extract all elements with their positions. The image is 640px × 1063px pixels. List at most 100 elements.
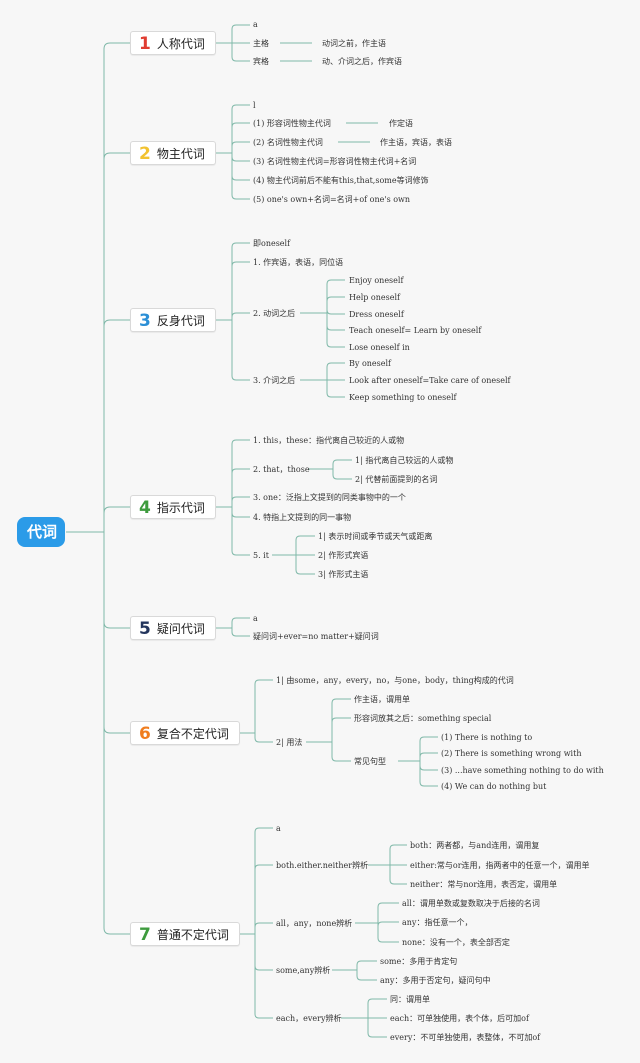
connector xyxy=(356,960,377,970)
leaf: (4) 物主代词前后不能有this,that,some等词修饰 xyxy=(253,176,429,185)
leaf: Look after oneself=Take care of oneself xyxy=(349,376,511,385)
connector xyxy=(331,698,351,742)
leaf: (3) ...have something nothing to do with xyxy=(441,766,604,775)
leaf: every：不可单独使用，表整体，不可加of xyxy=(390,1033,541,1042)
branch-label: 物主代词 xyxy=(156,147,205,161)
leaf: 1. 作宾语，表语，同位语 xyxy=(253,258,344,267)
leaf: 1| 表示时间或季节或天气或距离 xyxy=(318,532,433,541)
branch-number: 4 xyxy=(139,498,151,518)
connector xyxy=(295,555,315,575)
leaf: 作定语 xyxy=(389,119,413,128)
connector xyxy=(254,733,273,743)
connector xyxy=(231,507,250,556)
connector xyxy=(389,865,407,885)
connector xyxy=(419,736,438,761)
leaf: 3| 作形式主语 xyxy=(318,570,369,579)
connector xyxy=(231,242,250,320)
connector xyxy=(103,319,130,532)
connector xyxy=(326,313,345,331)
branch-2-possessive-pronoun[interactable]: 2 物主代词 xyxy=(130,141,216,165)
connector xyxy=(389,844,407,865)
leaf: either:常与or连用，指两者中的任意一个，谓用单 xyxy=(410,861,590,870)
leaf: neither：常与nor连用，表否定，谓用单 xyxy=(410,880,558,889)
connector xyxy=(254,864,273,934)
leaf: Lose oneself in xyxy=(349,343,410,352)
leaf: 疑问词+ever=no matter+疑问词 xyxy=(253,632,379,641)
connector xyxy=(332,459,352,469)
connector xyxy=(231,628,250,637)
leaf: 3. 介词之后 xyxy=(253,376,296,385)
leaf: 作主语，宾语，表语 xyxy=(380,138,452,147)
connector xyxy=(419,752,438,761)
branch-number: 5 xyxy=(139,619,151,639)
leaf: 2. 动词之后 xyxy=(253,309,296,318)
leaf: 主格 xyxy=(253,39,269,48)
leaf: (3) 名词性物主代词=形容词性物主代词+名词 xyxy=(253,157,417,166)
leaf: both.either.neither辨析 xyxy=(276,861,369,870)
connector xyxy=(103,506,130,532)
connector xyxy=(231,439,250,507)
connector xyxy=(103,152,130,532)
branch-number: 2 xyxy=(139,144,151,164)
connector xyxy=(231,43,250,62)
connector xyxy=(326,380,345,398)
connector xyxy=(103,42,130,532)
branch-number: 6 xyxy=(139,724,151,744)
connector xyxy=(231,24,250,43)
leaf: none：没有一个，表全部否定 xyxy=(402,938,510,947)
leaf: 1. this，these：指代离自己较近的人或物 xyxy=(253,436,405,445)
connector xyxy=(326,296,345,313)
connector xyxy=(231,312,250,320)
leaf: 4. 特指上文提到的同一事物 xyxy=(253,513,352,522)
leaf: Teach oneself= Learn by oneself xyxy=(349,326,482,335)
leaf: 形容词放其之后：something special xyxy=(354,714,492,723)
leaf: all：谓用单数或复数取决于后接的名词 xyxy=(402,899,540,908)
connector xyxy=(254,827,273,934)
connector xyxy=(295,535,315,555)
leaf: 常见句型 xyxy=(354,757,386,766)
connector xyxy=(331,742,351,762)
leaf: a xyxy=(253,20,258,29)
connector xyxy=(326,279,345,313)
connector xyxy=(419,761,438,787)
branch-label: 指示代词 xyxy=(156,501,205,515)
connector xyxy=(231,153,250,200)
leaf: 1| 指代离自己较远的人或物 xyxy=(355,456,454,465)
leaf: (2) 名词性物主代词 xyxy=(253,138,323,147)
branch-4-demonstrative-pronoun[interactable]: 4 指示代词 xyxy=(130,495,216,519)
connector xyxy=(367,1018,387,1038)
leaf: 同：谓用单 xyxy=(390,995,430,1004)
connector xyxy=(231,261,250,320)
connector xyxy=(419,761,438,771)
connector xyxy=(331,717,351,742)
connector xyxy=(326,309,345,315)
connector xyxy=(367,998,387,1018)
leaf: 即oneself xyxy=(253,239,291,248)
connector xyxy=(231,122,250,153)
leaf: (4) We can do nothing but xyxy=(441,782,547,791)
connector xyxy=(326,313,345,348)
connector xyxy=(103,532,130,734)
connector xyxy=(103,532,130,935)
leaf: any：指任意一个， xyxy=(402,918,473,927)
connector xyxy=(231,468,250,507)
leaf: 3. one：泛指上文提到的同类事物中的一个 xyxy=(253,493,406,502)
leaf: Keep something to oneself xyxy=(349,393,457,402)
leaf: a xyxy=(276,824,281,833)
connector xyxy=(332,469,352,480)
connector xyxy=(377,902,399,923)
root-node[interactable]: 代词 xyxy=(17,517,65,547)
leaf: (1) There is nothing to xyxy=(441,733,533,742)
connector xyxy=(103,532,130,629)
leaf: 动词之前，作主语 xyxy=(322,39,386,48)
leaf: any：多用于否定句，疑问句中 xyxy=(380,976,491,985)
connector xyxy=(231,153,250,181)
connector xyxy=(377,923,399,943)
